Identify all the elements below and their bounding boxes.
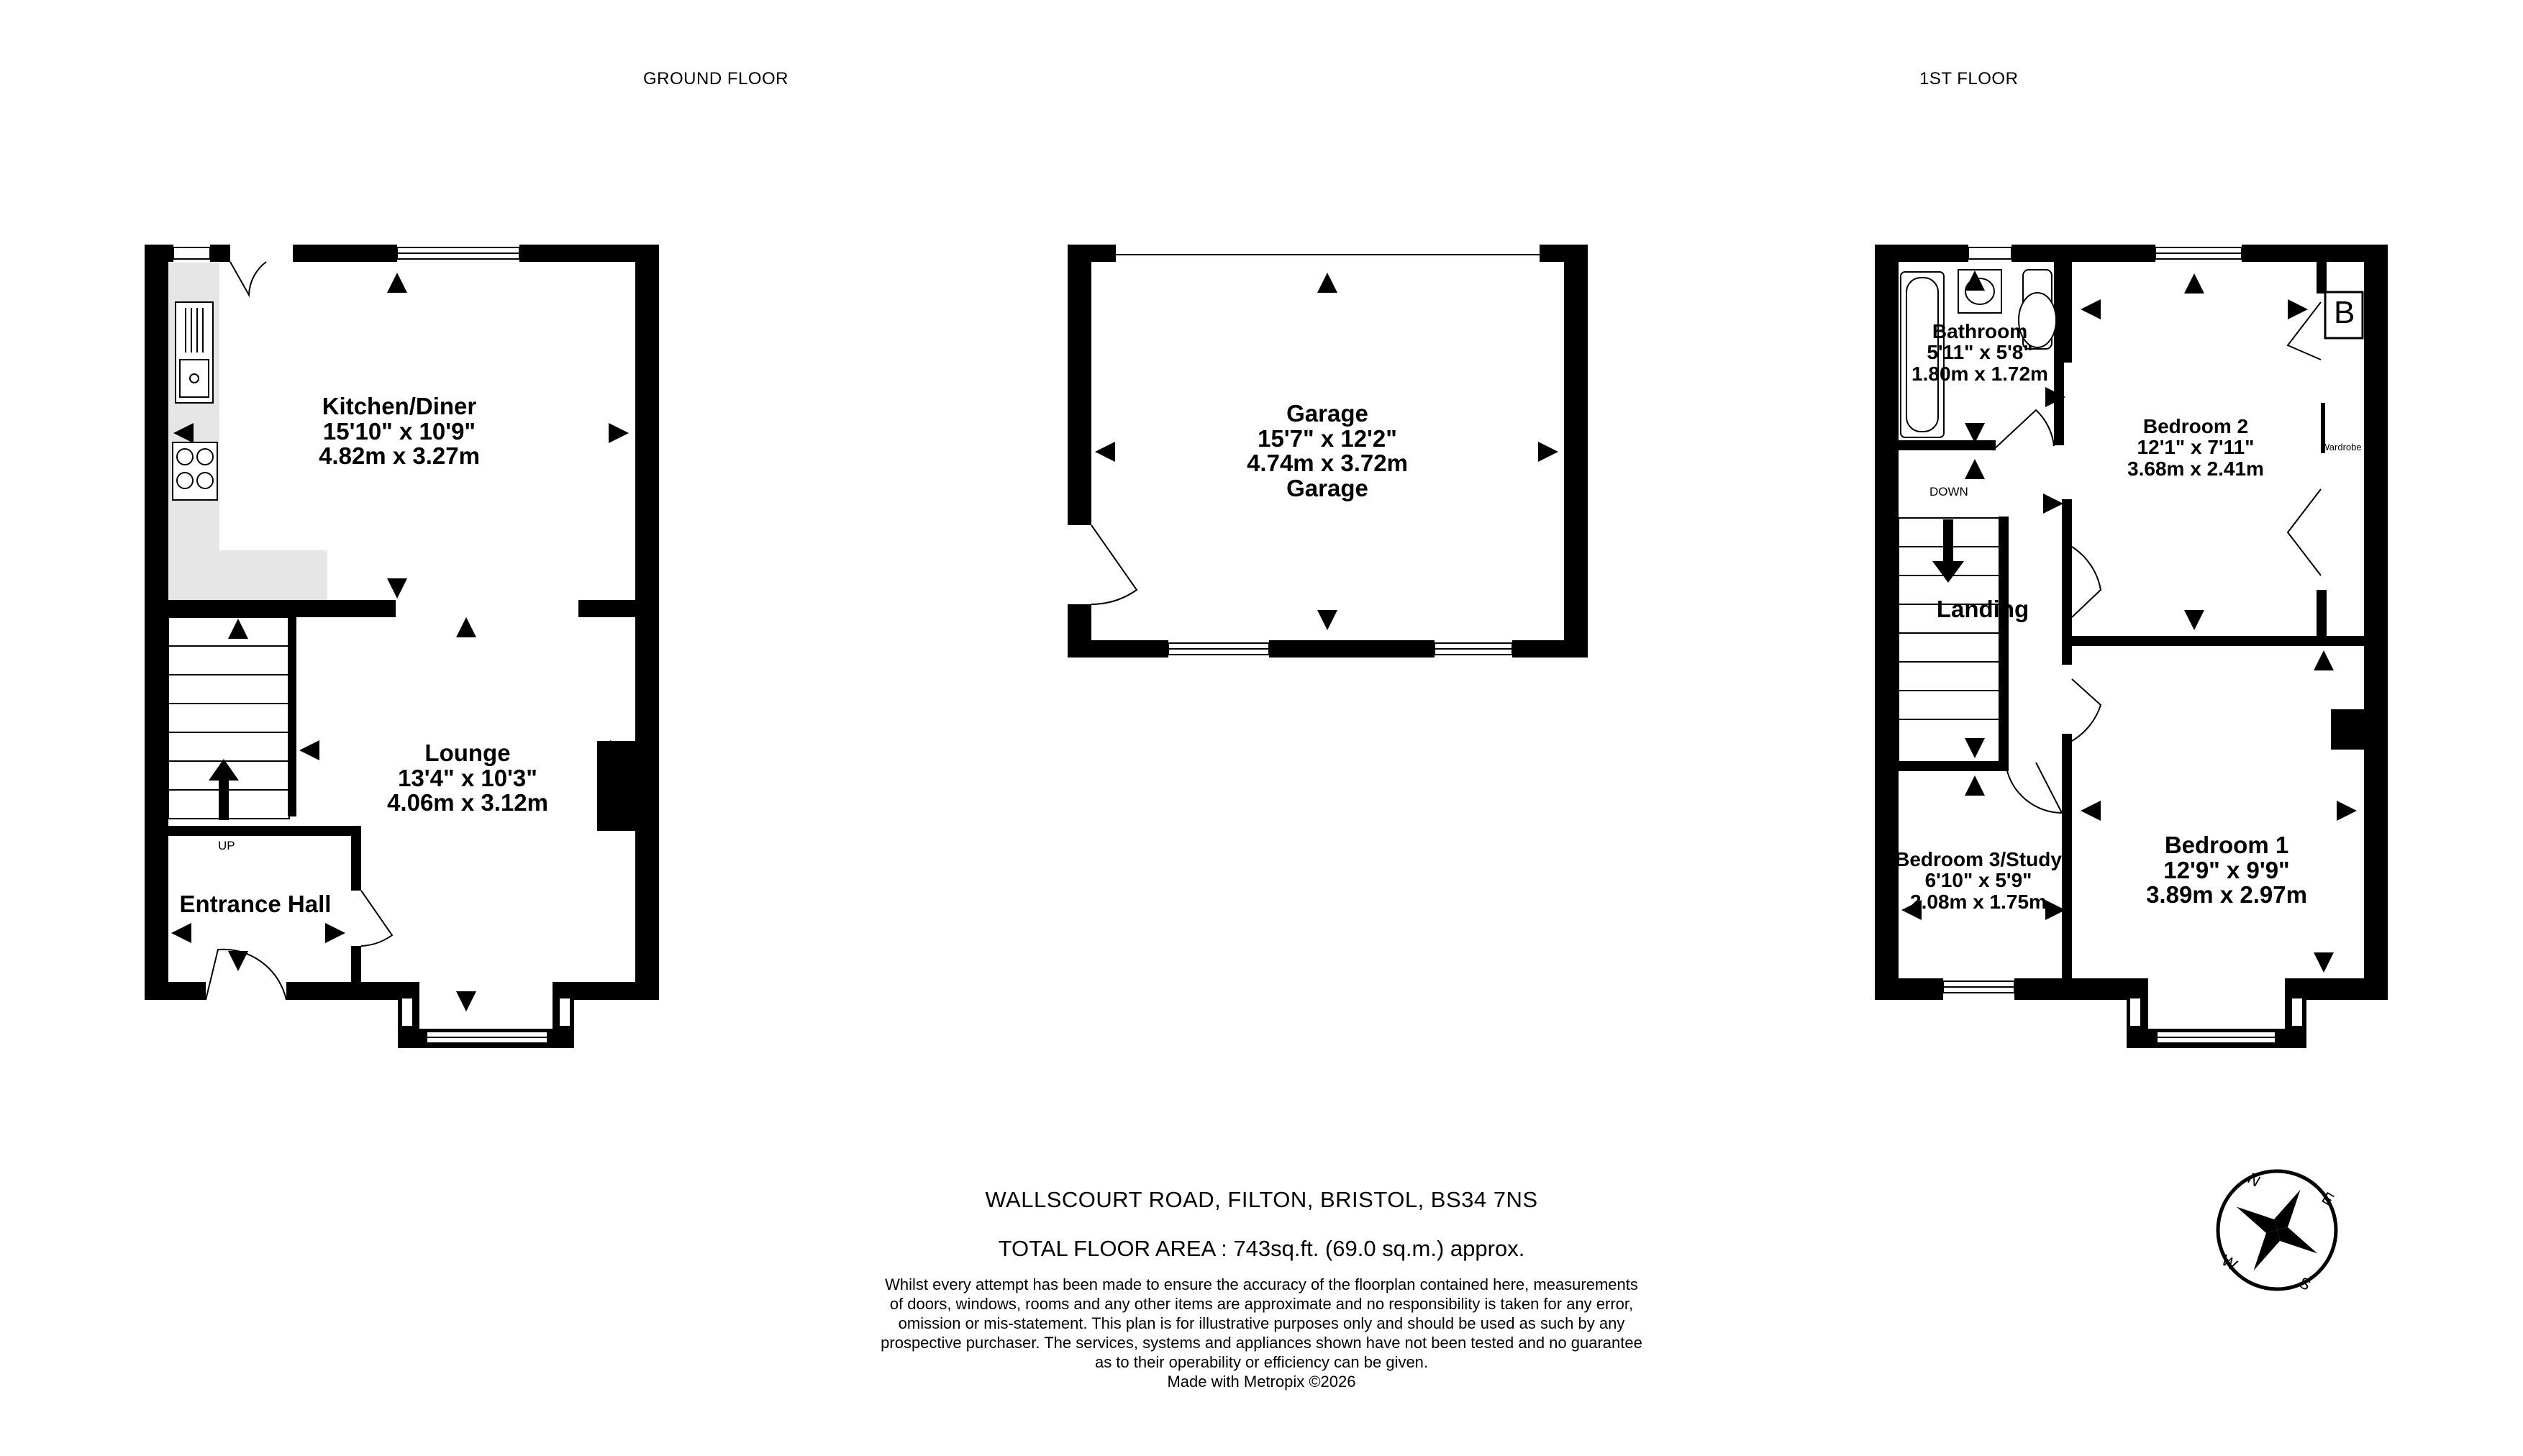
room-name: Bedroom 3/Study [1895,848,2062,870]
room-dimension-imperial: 15'10" x 10'9" [322,417,476,445]
room-dimension-metric: 1.80m x 1.72m [1911,362,2048,385]
room-name: Bedroom 2 [2142,415,2249,437]
boiler-label: B [2334,295,2355,330]
window [173,247,211,260]
property-address: WALLSCOURT ROAD, FILTON, BRISTOL, BS34 7… [985,1187,1538,1212]
sink [175,301,214,404]
wardrobe-label: Wardrobe [2321,442,2362,452]
disclaimer-line: Whilst every attempt has been made to en… [885,1275,1638,1293]
disclaimer-line: as to their operability or efficiency ca… [1094,1353,1429,1371]
door-swing [2006,762,2063,814]
room-name: Bedroom 1 [2164,832,2289,858]
wall [168,600,396,617]
wall [145,245,173,262]
bathtub [1900,271,1945,438]
room-dimension-imperial: 12'9" x 9'9" [2163,856,2290,883]
room-name: Lounge [424,740,511,766]
wall [519,245,659,262]
door-swing [360,890,394,947]
room-name: Kitchen/Diner [322,393,477,419]
room-name: Landing [1936,596,2029,622]
door-swing [229,261,267,298]
room-dimension-metric: 2.08m x 1.75m [1910,890,2047,913]
wall [635,245,659,1000]
disclaimer-line: omission or mis-statement. This plan is … [898,1314,1625,1332]
room-dimension-metric: 3.89m x 2.97m [2146,881,2307,909]
stair-arrow [219,777,229,820]
room-label-bathroom: Bathroom 5'11" x 5'8" 1.80m x 1.72m [1911,320,2048,385]
wall [351,946,361,989]
door-swing [2071,678,2102,742]
room-subname: Garage [1286,474,1368,501]
chimney-breast [2331,709,2367,750]
disclaimer-line: Made with Metropix ©2026 [1167,1373,1356,1391]
boiler-box [2324,291,2364,340]
first-floor-plan [1875,245,2388,1048]
wall [351,826,361,891]
total-floor-area: TOTAL FLOOR AREA : 743sq.ft. (69.0 sq.m.… [998,1236,1525,1261]
compass-south: S [2296,1273,2314,1294]
door-swing [2071,546,2102,618]
disclaimer-line: prospective purchaser. The services, sys… [881,1334,1642,1352]
room-label-kitchen: Kitchen/Diner 15'10" x 10'9" 4.82m x 3.2… [319,393,480,470]
ground-floor-plan [145,245,659,1048]
door-swing [1992,409,2055,451]
room-label-garage: Garage 15'7" x 12'2" 4.74m x 3.72m Garag… [1247,401,1408,501]
room-dimension-metric: 4.82m x 3.27m [319,442,480,470]
stairs-down-label: DOWN [1929,485,1968,499]
bay-window [398,982,574,1048]
door-swing [205,948,287,1001]
room-label-bedroom-1: Bedroom 1 12'9" x 9'9" 3.89m x 2.97m [2146,832,2307,909]
wardrobe-doors [2286,301,2322,576]
wall [286,982,419,1000]
room-dimension-imperial: 12'1" x 7'11" [2137,436,2255,459]
ground-floor-title: GROUND FLOOR [643,69,789,88]
room-dimension-metric: 3.68m x 2.41m [2127,457,2264,480]
room-label-bedroom-2: Bedroom 2 12'1" x 7'11" 3.68m x 2.41m [2127,415,2264,480]
hob [172,442,218,501]
toilet [2018,269,2057,350]
wall [293,245,397,262]
door-swing [1091,524,1138,605]
stairs-up-label: UP [218,839,235,852]
room-dimension-metric: 4.06m x 3.12m [387,789,548,816]
room-label-entrance-hall: Entrance Hall [179,891,332,917]
room-name: Bathroom [1932,320,2028,342]
compass-icon: N E S W [2216,1169,2338,1294]
room-name: Entrance Hall [179,891,332,917]
disclaimer-line: of doors, windows, rooms and any other i… [889,1295,1634,1313]
wall [145,982,206,1000]
room-label-landing: Landing [1936,596,2029,622]
stair-arrow [1943,519,1953,570]
wall [168,826,357,836]
room-dimension-imperial: 6'10" x 5'9" [1924,869,2032,892]
disclaimer: Whilst every attempt has been made to en… [0,1275,2523,1391]
first-floor-title: 1ST FLOOR [1919,69,2019,88]
bay-window [2127,978,2306,1048]
room-dimension-imperial: 13'4" x 10'3" [398,764,537,791]
room-dimension-imperial: 5'11" x 5'8" [1927,341,2033,364]
window [1968,247,2012,260]
room-dimension-metric: 4.74m x 3.72m [1247,450,1408,477]
room-dimension-imperial: 15'7" x 12'2" [1258,424,1397,452]
wall [578,600,636,617]
room-label-lounge: Lounge 13'4" x 10'3" 4.06m x 3.12m [387,740,548,816]
garage-plan [1068,245,1588,658]
wall [210,245,230,262]
room-label-bedroom-3: Bedroom 3/Study 6'10" x 5'9" 2.08m x 1.7… [1895,848,2062,913]
room-name: Garage [1286,400,1368,427]
wall [145,245,168,1000]
